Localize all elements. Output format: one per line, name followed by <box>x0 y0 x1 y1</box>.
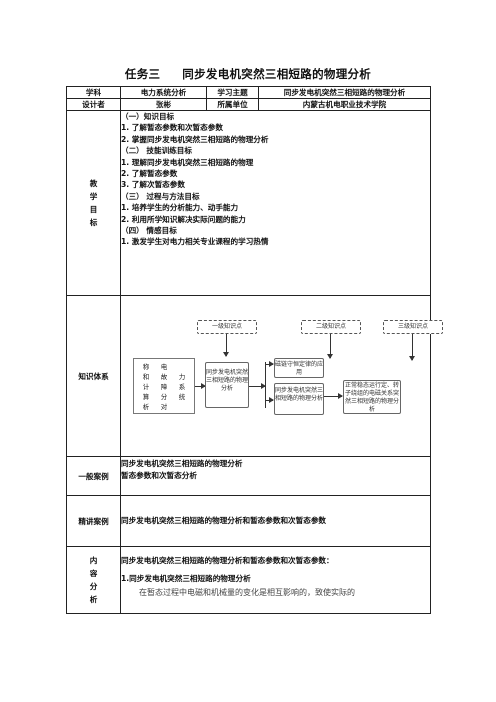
knowledge-label: 知识体系 <box>66 295 121 457</box>
lesson-plan-table: 学科 电力系统分析 学习主题 同步发电机突然三相短路的物理分析 设计者 张彬 所… <box>66 86 443 614</box>
header-row-1: 学科 电力系统分析 学习主题 同步发电机突然三相短路的物理分析 <box>66 86 431 99</box>
content-analysis: 同步发电机突然三相短路的物理分析和暂态参数和次暂态参数： 1.同步发电机突然三相… <box>120 546 431 614</box>
subject-label: 学科 <box>66 86 121 99</box>
level3-box: 三级知识点 <box>383 320 443 334</box>
objective-line: （一）知识目标 <box>121 112 175 121</box>
arrow-node2-to-node3 <box>324 393 343 399</box>
general-case-row: 一般案例 同步发电机突然三相短路的物理分析 暂态参数和次暂态分析 <box>66 456 431 496</box>
arrow-level2-down <box>327 334 333 359</box>
subject-value: 电力系统分析 <box>120 86 207 99</box>
objective-line: 2. 掌握同步发电机突然三相短路的物理分析 <box>121 134 269 144</box>
objectives-content: （一）知识目标 1. 了解暂态参数和次暂态参数 2. 掌握同步发电机突然三相短路… <box>120 110 431 296</box>
level1-box: 一级知识点 <box>197 320 257 334</box>
arrow-level3-down <box>409 334 415 361</box>
topic-value: 同步发电机突然三相短路的物理分析 <box>258 86 431 99</box>
objective-line: 3. 了解次暂态参数 <box>121 180 185 190</box>
topic-grid: 称 电 和 故 力 计 障 系 算 分 统 析 对 <box>133 358 195 414</box>
focus-case-content: 同步发电机突然三相短路的物理分析和暂态参数和次暂态参数 <box>120 495 431 547</box>
content-line-2: 1.同步发电机突然三相短路的物理分析 <box>121 574 251 583</box>
objective-line: 1. 了解暂态参数和次暂态参数 <box>121 123 223 133</box>
node2a-box: 磁链守恒定律的应用 <box>274 358 324 378</box>
objective-line: 1. 培养学生的分析能力、动手能力 <box>121 203 239 213</box>
focus-case-label: 精讲案例 <box>66 495 121 547</box>
level2-box: 二级知识点 <box>301 320 361 334</box>
knowledge-diagram: 一级知识点 二级知识点 三级知识点 称 电 和 故 力 计 障 系 算 分 统 … <box>120 295 443 457</box>
header-row-2: 设计者 张彬 所属单位 内蒙古机电职业技术学院 <box>66 98 431 111</box>
objectives-row: 教 学 目 标 （一）知识目标 1. 了解暂态参数和次暂态参数 2. 掌握同步发… <box>66 110 431 296</box>
unit-value: 内蒙古机电职业技术学院 <box>258 98 431 111</box>
unit-label: 所属单位 <box>206 98 259 111</box>
general-case-line: 暂态参数和次暂态分析 <box>121 471 197 480</box>
content-label: 内 容 分 析 <box>66 546 121 614</box>
arrow-level1-down <box>223 334 229 357</box>
task-name: 同步发电机突然三相短路的物理分析 <box>182 67 372 81</box>
objective-line: 2. 了解暂态参数 <box>121 169 178 179</box>
objective-line: （二） 技能训练目标 <box>121 146 192 156</box>
objectives-label: 教 学 目 标 <box>66 110 121 296</box>
knowledge-row: 知识体系 一级知识点 二级知识点 三级知识点 称 电 和 故 力 计 障 系 算… <box>66 295 443 457</box>
task-number: 任务三 <box>124 67 161 81</box>
node1-box: 同步发电机突然三相短路的物理分析 <box>205 362 249 408</box>
objective-line: 2. 利用所学知识解决实际问题的能力 <box>121 214 246 224</box>
designer-value: 张彬 <box>120 98 207 111</box>
arrow-to-node2b <box>265 397 274 403</box>
node2b-box: 同步发电机突然三相短路的物理分析 <box>274 383 324 415</box>
objective-line: 1. 激发学生对电力相关专业课程的学习热情 <box>121 237 269 247</box>
content-line-3: 在暂态过程中电磁和机械量的变化是相互影响的，致使实际的 <box>139 588 355 597</box>
topic-label: 学习主题 <box>206 86 259 99</box>
page-title: 任务三 同步发电机突然三相短路的物理分析 <box>0 66 496 82</box>
objective-line: （三） 过程与方法目标 <box>121 191 200 201</box>
bracket-line <box>265 362 266 408</box>
general-case-line: 同步发电机突然三相短路的物理分析 <box>121 459 243 468</box>
focus-case-row: 精讲案例 同步发电机突然三相短路的物理分析和暂态参数和次暂态参数 <box>66 495 431 547</box>
arrow-node1-to-level2 <box>249 383 266 389</box>
designer-label: 设计者 <box>66 98 121 111</box>
general-case-label: 一般案例 <box>66 456 121 496</box>
objective-line: 1. 理解同步发电机突然三相短路的物理 <box>121 157 254 167</box>
node3-box: 正常稳态运行定、转子绕组的电磁关系突然三相短路的物理分析 <box>343 380 401 414</box>
arrow-to-node2a <box>265 361 274 367</box>
general-case-content: 同步发电机突然三相短路的物理分析 暂态参数和次暂态分析 <box>120 456 431 496</box>
objective-line: （四） 情感目标 <box>121 226 177 236</box>
arrow-grid-to-node1 <box>195 383 206 389</box>
content-line-1: 同步发电机突然三相短路的物理分析和暂态参数和次暂态参数： <box>121 556 334 565</box>
content-row: 内 容 分 析 同步发电机突然三相短路的物理分析和暂态参数和次暂态参数： 1.同… <box>66 546 431 614</box>
